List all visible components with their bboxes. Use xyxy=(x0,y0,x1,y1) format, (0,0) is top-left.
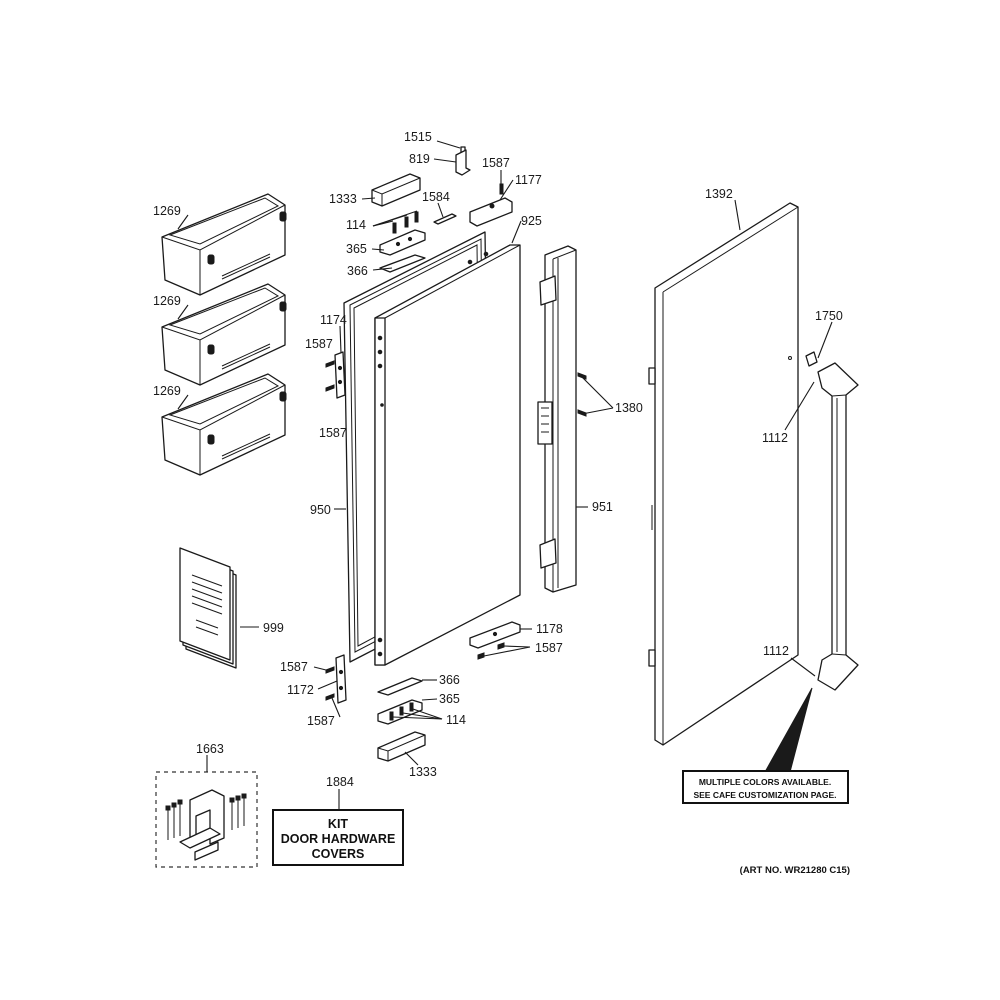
screws-114-bottom[interactable] xyxy=(389,702,414,721)
callout-1380: 1380 xyxy=(615,401,643,415)
screw-1587-b[interactable] xyxy=(325,384,335,392)
callout-366-top: 366 xyxy=(347,264,368,278)
kit-box-line2: DOOR HARDWARE xyxy=(281,832,396,846)
hinge-cover-1333-top[interactable] xyxy=(371,173,421,207)
colors-note-box xyxy=(682,770,849,804)
callout-114-bottom: 114 xyxy=(446,713,466,727)
hinge-pin-819[interactable] xyxy=(455,149,471,176)
callout-1587-d: 1587 xyxy=(535,641,563,655)
door-bin-middle[interactable] xyxy=(161,283,287,386)
hinge-spacer-366-bottom[interactable] xyxy=(377,677,423,696)
screw-1587-c[interactable] xyxy=(325,666,335,674)
callout-1587-c: 1587 xyxy=(319,426,347,440)
callout-365-bottom: 365 xyxy=(439,692,460,706)
hinge-shim-1584[interactable] xyxy=(433,213,457,225)
colors-note-line1: MULTIPLE COLORS AVAILABLE. xyxy=(699,777,831,787)
callout-1172: 1172 xyxy=(287,683,314,697)
callout-1174: 1174 xyxy=(320,313,347,327)
leader-lines xyxy=(177,140,833,810)
callout-999: 999 xyxy=(263,621,284,635)
colors-note-line2: SEE CAFE CUSTOMIZATION PAGE. xyxy=(693,790,836,800)
callout-1587-top: 1587 xyxy=(482,156,510,170)
kit-box-line1: KIT xyxy=(328,817,349,831)
callout-1515: 1515 xyxy=(404,130,432,144)
screw-1587-a[interactable] xyxy=(325,360,335,368)
kit-door-hardware-covers-box[interactable] xyxy=(272,809,404,866)
screw-1587-d[interactable] xyxy=(325,693,335,701)
callout-1587-e: 1587 xyxy=(280,660,308,674)
callout-1177: 1177 xyxy=(515,173,542,187)
screws-114-top[interactable] xyxy=(392,211,419,234)
callout-1333-bottom: 1333 xyxy=(409,765,437,779)
callout-1663: 1663 xyxy=(196,742,224,756)
callout-1750: 1750 xyxy=(815,309,843,323)
callout-366-bottom: 366 xyxy=(439,673,460,687)
callout-1392: 1392 xyxy=(705,187,733,201)
callout-1269-c: 1269 xyxy=(153,384,181,398)
kit-box-line3: COVERS xyxy=(312,847,365,861)
callout-1884: 1884 xyxy=(326,775,354,789)
callout-951: 951 xyxy=(592,500,613,514)
screws-1587-bottom[interactable] xyxy=(477,642,505,660)
callout-925: 925 xyxy=(521,214,542,228)
door-handle[interactable] xyxy=(805,351,859,691)
callout-365-top: 365 xyxy=(346,242,367,256)
hinge-1174[interactable] xyxy=(334,351,346,399)
hinge-bracket-1177[interactable] xyxy=(469,197,513,227)
callout-1269-b: 1269 xyxy=(153,294,181,308)
callout-819: 819 xyxy=(409,152,430,166)
callout-1584: 1584 xyxy=(422,190,450,204)
callout-950: 950 xyxy=(310,503,331,517)
hinge-plate-365-top[interactable] xyxy=(379,229,426,256)
screws-1380[interactable] xyxy=(577,372,587,417)
door-bin-bottom[interactable] xyxy=(161,373,287,476)
callout-1333-top: 1333 xyxy=(329,192,357,206)
callout-labels: 1515 819 1587 1177 1333 1584 925 114 365… xyxy=(153,130,843,789)
owner-manual[interactable] xyxy=(179,547,237,669)
door-liner[interactable] xyxy=(374,244,521,666)
outer-door-panel[interactable] xyxy=(648,202,799,746)
hinge-bracket-1178[interactable] xyxy=(469,621,521,649)
callout-114-top: 114 xyxy=(346,218,366,232)
callout-1269-a: 1269 xyxy=(153,204,181,218)
callout-1112-a: 1112 xyxy=(762,431,788,445)
callout-1587-b: 1587 xyxy=(305,337,333,351)
callout-1587-f: 1587 xyxy=(307,714,335,728)
callout-1112-b: 1112 xyxy=(763,644,789,658)
door-bin-top[interactable] xyxy=(161,193,287,296)
art-number: (ART NO. WR21280 C15) xyxy=(740,865,850,876)
hinge-1172[interactable] xyxy=(335,654,347,704)
colors-note-pointer xyxy=(764,687,813,773)
hinge-cover-1333-bottom[interactable] xyxy=(377,731,426,762)
hardware-kit-1663[interactable] xyxy=(165,789,247,861)
door-side-trim[interactable] xyxy=(537,245,577,593)
callout-1178: 1178 xyxy=(536,622,563,636)
screw-1587-top[interactable] xyxy=(499,183,504,195)
